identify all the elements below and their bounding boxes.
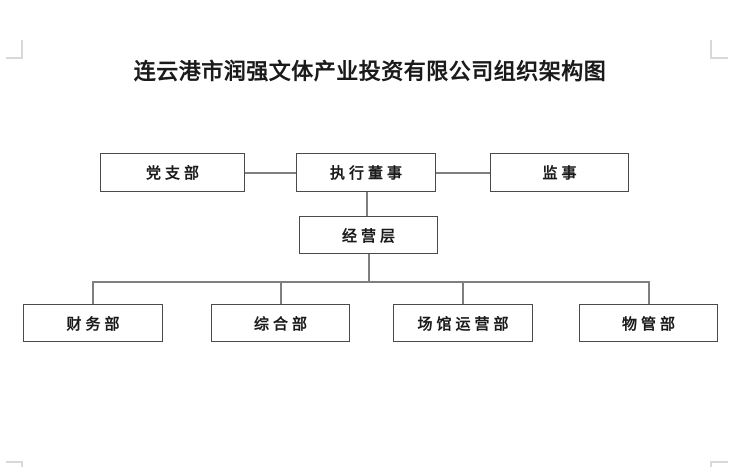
org-node-party-branch[interactable]: 党支部 [100, 153, 245, 192]
org-node-supervisor[interactable]: 监事 [490, 153, 629, 192]
page-corner-mark-bottom-right-h [710, 461, 728, 463]
connector-drop-finance [92, 281, 94, 304]
org-node-venue-operations-dept[interactable]: 场馆运营部 [393, 304, 533, 342]
connector-director-management [366, 192, 368, 216]
page-corner-mark-top-left-h [6, 57, 23, 59]
connector-management-bus [368, 254, 370, 281]
org-node-finance-dept[interactable]: 财务部 [23, 304, 163, 342]
connector-drop-general [280, 281, 282, 304]
org-node-label: 经营层 [341, 228, 399, 245]
page-corner-mark-top-right-h [710, 57, 728, 59]
page-corner-mark-bottom-left-v [21, 461, 23, 467]
page-corner-mark-bottom-left-h [6, 461, 23, 463]
org-node-label: 综合部 [253, 316, 311, 333]
org-node-executive-director[interactable]: 执行董事 [296, 153, 436, 192]
connector-party-branch-director [245, 172, 296, 174]
org-node-general-affairs-dept[interactable]: 综合部 [211, 304, 350, 342]
connector-drop-venue [462, 281, 464, 304]
org-node-label: 财务部 [66, 316, 124, 333]
connector-bottom-bus [92, 281, 649, 283]
connector-director-supervisor [436, 172, 490, 174]
org-node-management-level[interactable]: 经营层 [299, 216, 438, 254]
connector-drop-property [648, 281, 650, 304]
org-node-label: 物管部 [621, 316, 679, 333]
org-node-label: 场馆运营部 [417, 316, 513, 333]
org-node-label: 监事 [542, 166, 581, 182]
page-corner-mark-bottom-right-v [710, 461, 712, 467]
org-node-label: 执行董事 [329, 166, 406, 182]
org-node-property-management-dept[interactable]: 物管部 [579, 304, 718, 342]
page-corner-mark-top-right-v [710, 40, 712, 59]
org-chart-title: 连云港市润强文体产业投资有限公司组织架构图 [133, 59, 607, 84]
org-node-label: 党支部 [145, 166, 203, 182]
page-corner-mark-top-left-v [21, 40, 23, 59]
